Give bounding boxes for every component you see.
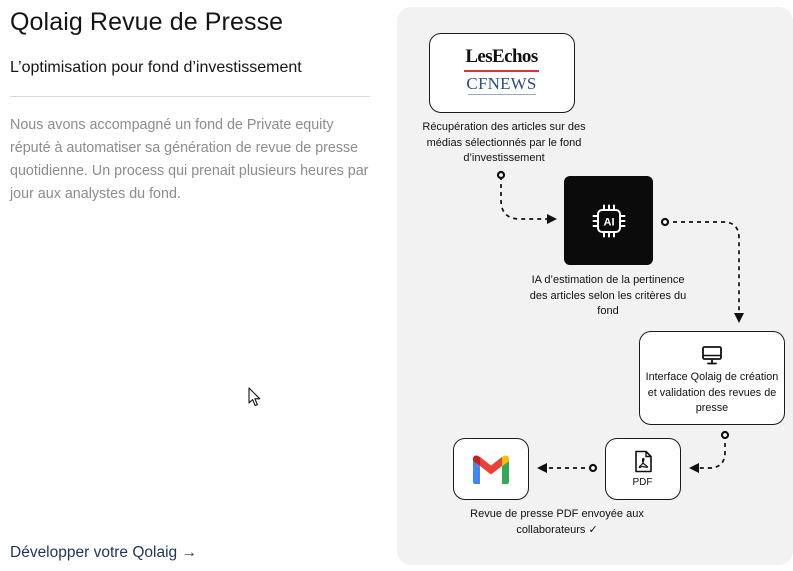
develop-qolaig-link[interactable]: Développer votre Qolaig → [10,544,197,561]
interface-card [639,331,785,425]
lesechos-underline [464,70,539,72]
interface-label: Interface Qolaig de création et validati… [645,371,779,414]
pdf-text: PDF [632,477,653,488]
cfnews-logo: CFNEWS [466,74,537,93]
ai-label: IA d’estimation de la pertinence des art… [529,274,687,317]
cfnews-tagline [468,94,536,95]
mouse-cursor-icon [248,387,261,407]
pdf-card: PDF [605,438,681,500]
lesechos-logo: LesEchos [465,46,538,67]
gmail-card [453,438,529,500]
flow-connectors [496,170,745,474]
monitor-icon [702,346,722,365]
pdf-file-icon [635,450,652,473]
description-text: Nous avons accompagné un fond de Private… [10,117,369,202]
ai-card: AI [564,176,653,265]
gmail-icon [473,455,509,484]
divider [10,96,370,97]
ai-badge-text: AI [604,216,615,228]
final-label: Revue de presse PDF envoyée aux collabor… [470,508,644,536]
page-title: Qolaig Revue de Presse [10,8,284,36]
sources-label: Récupération des articles sur des médias… [422,121,586,164]
ai-chip-icon: AI [592,204,626,238]
workflow-panel: LesEchos CFNEWS Récupération des article… [397,7,793,565]
page-subtitle: L’optimisation pour fond d’investissemen… [10,59,302,76]
content-column: Qolaig Revue de Presse L’optimisation po… [10,0,372,571]
media-sources-card: LesEchos CFNEWS [429,33,575,113]
